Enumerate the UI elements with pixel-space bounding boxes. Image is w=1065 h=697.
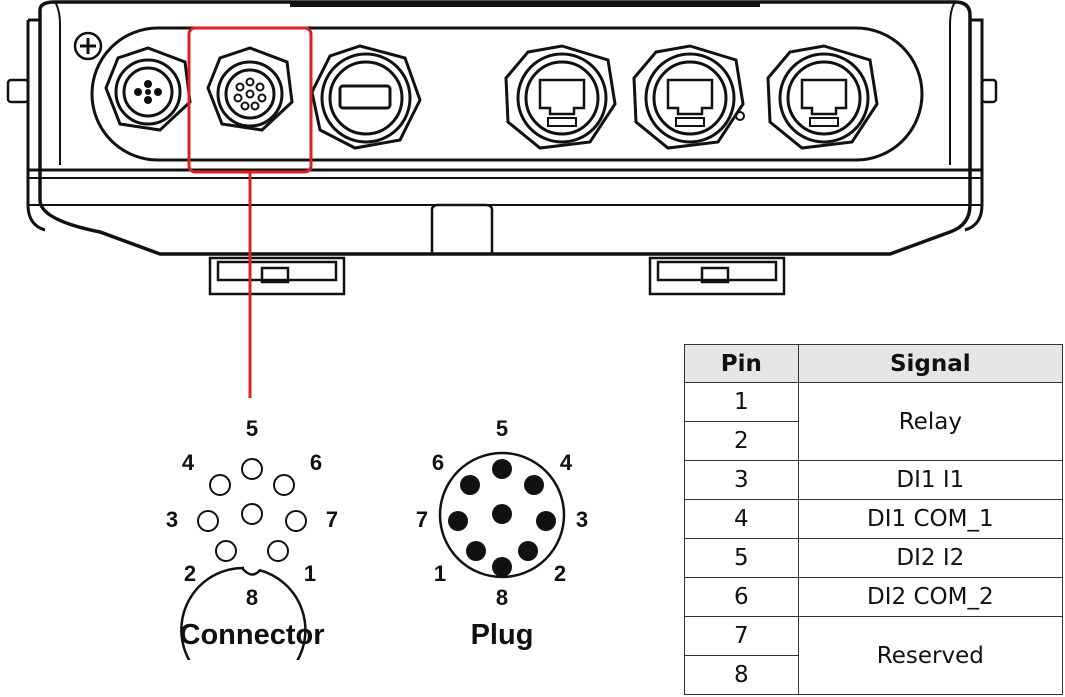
signal-cell: DI2 COM_2 [797,577,1064,617]
connector-pin-2 [215,540,237,562]
signal-cell: Reserved [797,616,1064,695]
connector-pin-5 [241,458,263,480]
plug-pin-7 [448,511,468,531]
table-row: 3 DI1 I1 [684,460,1064,500]
signal-cell: Relay [797,382,1064,461]
plug-label-7: 7 [416,507,428,532]
plug-pin-5 [492,459,512,479]
plug-pin-6 [460,475,480,495]
connector-pin-center [241,503,263,525]
table-row: 7 Reserved [684,616,1064,695]
signal-cell: DI1 I1 [797,460,1064,500]
header-pin: Pin [684,344,799,383]
connector-pin-6 [273,474,295,496]
connector-pin-4 [209,474,231,496]
plug-pin-4 [524,475,544,495]
table-header-row: Pin Signal [684,344,1064,383]
pin-cell: 2 [684,421,799,461]
connector-label-1: 1 [304,561,316,586]
connector-label-5: 5 [246,416,258,441]
connector-pin-3 [197,510,219,532]
plug-label-6: 6 [432,450,444,475]
plug-caption: Plug [471,619,534,651]
pin-assignment-table: Pin Signal 1 Relay 2 3 DI1 I1 4 DI1 COM_… [684,344,1064,695]
connector-label-3: 3 [166,507,178,532]
signal-cell: DI1 COM_1 [797,499,1064,539]
pin-cell: 5 [684,538,799,578]
plug-pin-2 [518,541,538,561]
connector-label-7: 7 [326,507,338,532]
plug-pin-8 [492,557,512,577]
pinout-diagrams: 5 4 6 3 7 2 1 8 Connector 5 6 4 7 3 1 2 … [166,416,588,660]
pin-cell: 7 [684,616,799,656]
connector-diagram: 5 4 6 3 7 2 1 8 Connector [166,416,338,660]
table-row: 4 DI1 COM_1 [684,499,1064,539]
table-row: 8 [684,655,1063,695]
connector-pin-7 [285,510,307,532]
plug-label-1: 1 [434,561,446,586]
connector-label-2: 2 [184,561,196,586]
connector-caption: Connector [180,619,325,651]
device-front-panel [6,0,998,398]
pin-cell: 1 [684,382,799,422]
connector-label-6: 6 [310,450,322,475]
pin-cell: 6 [684,577,799,617]
plug-diagram: 5 6 4 7 3 1 2 8 Plug [416,416,588,651]
connector-label-8: 8 [246,585,258,610]
plug-pin-1 [466,541,486,561]
plug-label-5: 5 [496,416,508,441]
header-signal: Signal [797,344,1064,383]
plug-label-8: 8 [496,585,508,610]
table-row: 5 DI2 I2 [684,538,1064,578]
pin-cell: 3 [684,460,799,500]
plug-pin-center [492,504,512,524]
pin-cell: 4 [684,499,799,539]
plug-label-3: 3 [576,507,588,532]
table-row: 1 Relay [684,382,1064,461]
plug-label-4: 4 [560,450,573,475]
signal-cell: DI2 I2 [797,538,1064,578]
plug-pin-3 [536,511,556,531]
plug-label-2: 2 [554,561,566,586]
pin-cell: 8 [684,655,799,695]
connector-label-4: 4 [182,450,195,475]
table-row: 2 [684,421,1063,461]
table-row: 6 DI2 COM_2 [684,577,1064,617]
connector-pin-1 [267,540,289,562]
